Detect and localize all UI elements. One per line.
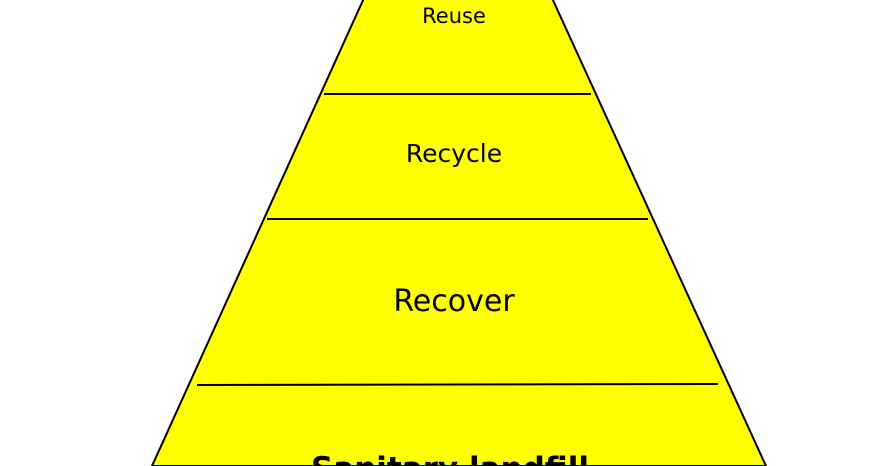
pyramid-shape [150, 0, 768, 466]
level-label-sanitary-landfill: Sanitary landfill [311, 451, 589, 466]
level-label-reuse: Reuse [422, 4, 486, 28]
level-divider [196, 383, 719, 386]
level-label-recycle: Recycle [406, 139, 502, 168]
level-label-recover: Recover [393, 284, 515, 319]
